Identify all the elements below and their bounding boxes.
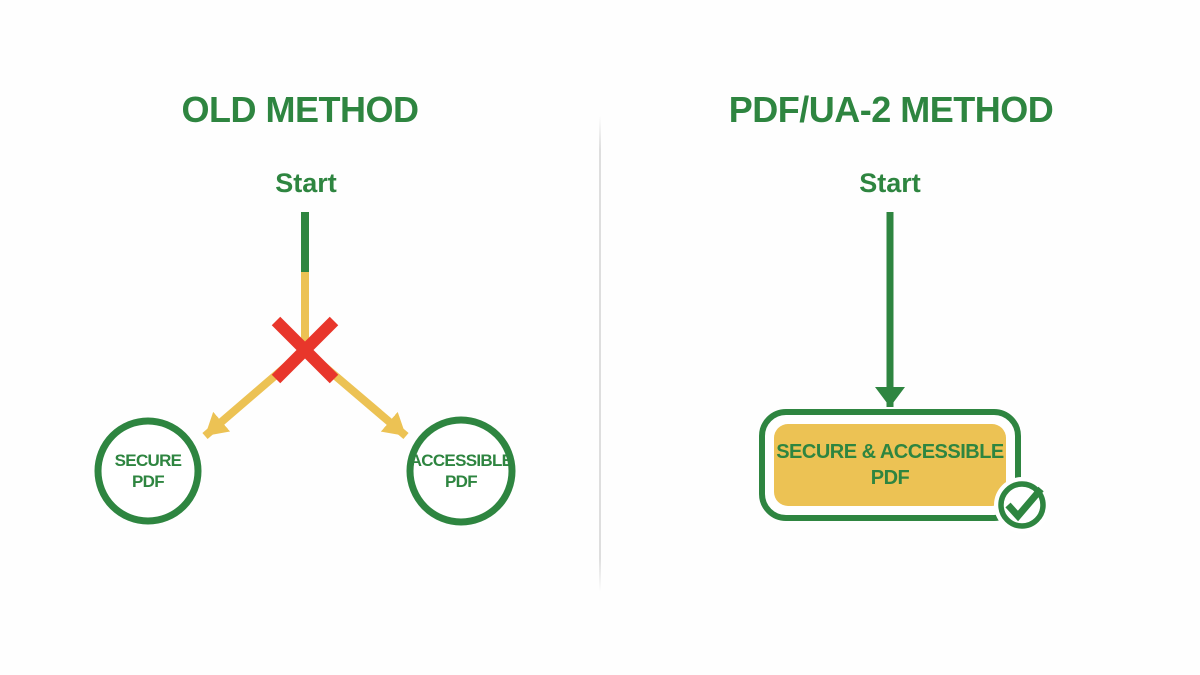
accessible-pdf-node — [406, 416, 516, 526]
combined-pdf-node-fill — [774, 424, 1006, 506]
combined-pdf-label: SECURE & ACCESSIBLE PDF — [774, 424, 1006, 506]
accessible-pdf-label-line1: ACCESSIBLE — [409, 451, 513, 470]
secure-pdf-label-line2: PDF — [132, 472, 165, 491]
old-method-start-label: Start — [275, 168, 337, 198]
secure-pdf-node — [94, 417, 202, 525]
old-method-title: OLD METHOD — [181, 89, 419, 130]
old-method-flow — [94, 212, 516, 526]
secure-pdf-label: SECURE PDF — [73, 450, 223, 492]
combined-pdf-label-line2: PDF — [870, 467, 910, 489]
accessible-pdf-label: ACCESSIBLE PDF — [381, 450, 541, 492]
combined-pdf-label-line1: SECURE & ACCESSIBLE — [776, 441, 1004, 463]
panel-divider — [599, 116, 601, 592]
pdfua2-method-start-label: Start — [859, 168, 921, 198]
pdfua2-method-title: PDF/UA-2 METHOD — [728, 89, 1054, 130]
secure-pdf-label-line1: SECURE — [114, 451, 182, 470]
x-mark-icon — [271, 316, 339, 384]
accessible-pdf-label-line2: PDF — [445, 472, 478, 491]
pdfua2-method-flow — [759, 212, 1050, 533]
check-circle-icon — [994, 477, 1050, 533]
